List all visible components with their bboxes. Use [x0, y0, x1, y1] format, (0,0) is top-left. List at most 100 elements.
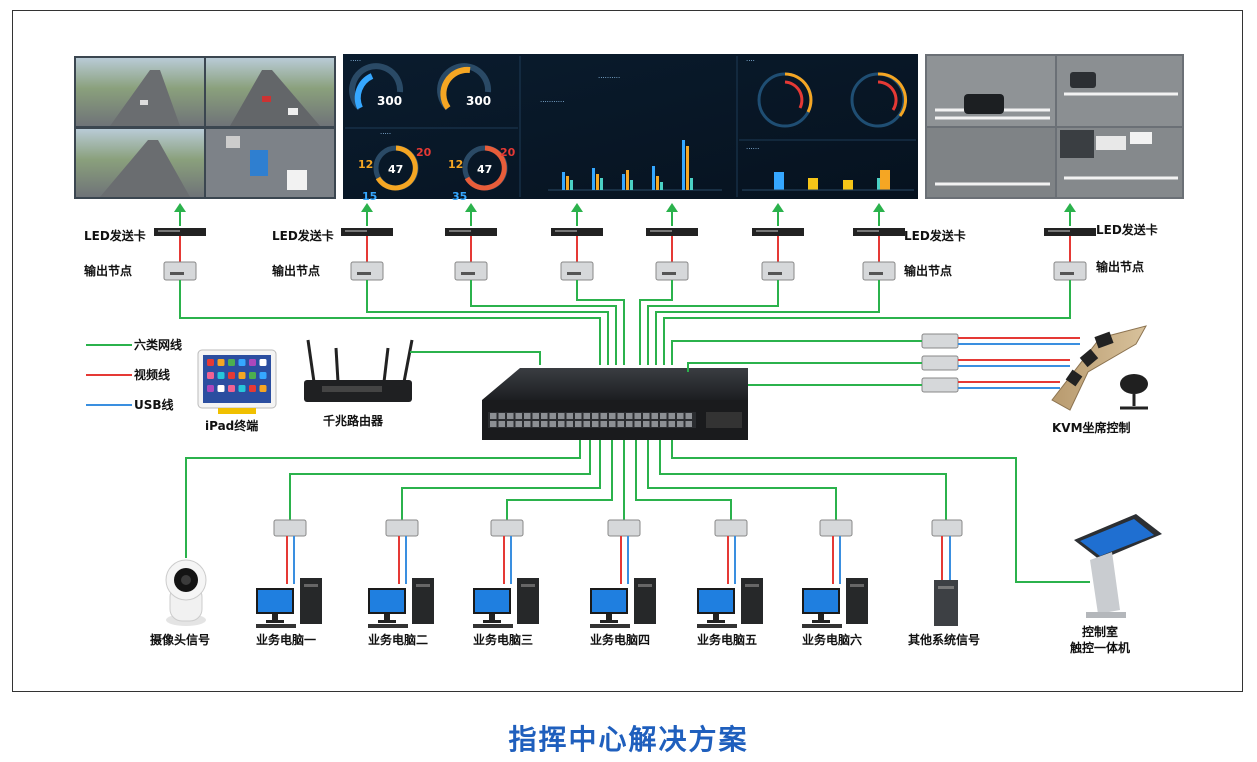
camera: 摄像头信号 — [150, 559, 210, 647]
svg-text:······: ······ — [746, 145, 759, 153]
switch-port — [600, 421, 607, 427]
pc-drive — [850, 584, 864, 587]
switch-port — [490, 421, 497, 427]
other-system: 其他系统信号 — [908, 519, 980, 647]
ring-two-right: 20 — [500, 146, 516, 159]
ipad-app-tile — [249, 372, 256, 379]
input-node — [273, 519, 307, 537]
input-node — [490, 519, 524, 537]
legend-cat6-label: 六类网线 — [134, 337, 182, 352]
gigabit-router: 千兆路由器 — [304, 339, 414, 428]
ring-two-bottom: 35 — [452, 190, 467, 203]
switch-port — [549, 421, 556, 427]
ring-one-right: 20 — [416, 146, 432, 159]
business-computer-label: 业务电脑六 — [802, 632, 862, 647]
pc-tower — [412, 578, 434, 624]
pc-drive — [638, 584, 652, 587]
switch-port — [490, 413, 497, 419]
svg-text:·····: ····· — [380, 130, 391, 138]
switch-port — [660, 421, 667, 427]
output-node — [655, 261, 689, 281]
output-node — [862, 261, 896, 281]
ipad-app-tile — [228, 372, 235, 379]
ipad-app-tile — [249, 385, 256, 392]
ipad-app-tile — [207, 385, 214, 392]
switch-port — [651, 413, 658, 419]
led-output-stack — [752, 228, 804, 281]
output-node-port — [170, 272, 184, 275]
ipad-app-icons — [207, 359, 267, 392]
legend-usb-label: USB线 — [134, 397, 174, 412]
output-node-port — [567, 272, 581, 275]
led-card-ports — [555, 230, 577, 232]
switch-port — [524, 413, 531, 419]
switch-port — [541, 413, 548, 419]
monitor-stand — [606, 614, 612, 620]
led-card-ports — [857, 230, 879, 232]
router-label: 千兆路由器 — [323, 413, 384, 428]
ipad-app-tile — [259, 359, 267, 366]
pc-drive — [521, 584, 535, 587]
monitor-screen — [804, 590, 838, 612]
pc-drive — [416, 584, 430, 587]
led-card-label: LED发送卡 — [84, 228, 146, 243]
touch-kiosk: 控制室 触控一体机 — [1070, 514, 1162, 655]
switch-port — [668, 413, 675, 419]
output-node — [1053, 261, 1087, 281]
switch-port — [668, 421, 675, 427]
keyboard — [697, 624, 737, 628]
ipad-app-tile — [259, 372, 267, 379]
switch-port — [583, 413, 590, 419]
output-node-port — [869, 272, 883, 275]
output-node-port — [662, 272, 676, 275]
output-node-label: 输出节点 — [904, 263, 952, 278]
monitor-base — [378, 620, 396, 623]
input-node — [385, 519, 419, 537]
led-card-ports — [449, 230, 471, 232]
ipad-app-tile — [207, 359, 214, 366]
monitor-base — [266, 620, 284, 623]
led-card-label: LED发送卡 — [904, 228, 966, 243]
business-computer-label: 业务电脑二 — [368, 632, 428, 647]
switch-port — [634, 413, 641, 419]
pc-tower — [517, 578, 539, 624]
keyboard — [473, 624, 513, 628]
switch-port — [600, 413, 607, 419]
ring-one-bottom: 15 — [362, 190, 377, 203]
switch-port — [685, 413, 692, 419]
core-switch — [482, 368, 748, 440]
monitor-base — [707, 620, 725, 623]
legend-video-label: 视频线 — [134, 367, 170, 382]
source-cables — [185, 440, 1090, 583]
switch-port — [507, 413, 514, 419]
cable-legend: 六类网线 视频线 USB线 — [86, 337, 182, 412]
switch-port — [507, 421, 514, 427]
switch-port — [651, 421, 658, 427]
business-computer-label: 业务电脑四 — [590, 632, 650, 647]
source-computers: 业务电脑一 业务电脑二 业务电脑三业务电脑四 业务电脑五 业务电脑六 — [256, 519, 868, 647]
business-computer-label: 业务电脑一 — [256, 632, 316, 647]
monitor-screen — [592, 590, 626, 612]
keyboard — [802, 624, 842, 628]
input-node — [819, 519, 853, 537]
keyboard — [256, 624, 296, 628]
switch-port — [677, 421, 684, 427]
switch-port — [532, 413, 539, 419]
switch-port — [660, 413, 667, 419]
business-computer: 业务电脑六 — [802, 519, 868, 647]
switch-port — [566, 421, 573, 427]
led-card-label: LED发送卡 — [272, 228, 334, 243]
business-computer: 业务电脑三 — [473, 519, 539, 647]
business-computer-label: 业务电脑五 — [697, 632, 757, 647]
intersection-video-wall — [925, 54, 1184, 199]
led-card-ports — [1048, 230, 1070, 232]
led-output-stack — [551, 228, 603, 281]
led-card-ports — [756, 230, 778, 232]
monitor-base — [483, 620, 501, 623]
led-card-ports — [158, 230, 180, 232]
pc-tower — [634, 578, 656, 624]
business-computer: 业务电脑二 — [368, 519, 434, 647]
